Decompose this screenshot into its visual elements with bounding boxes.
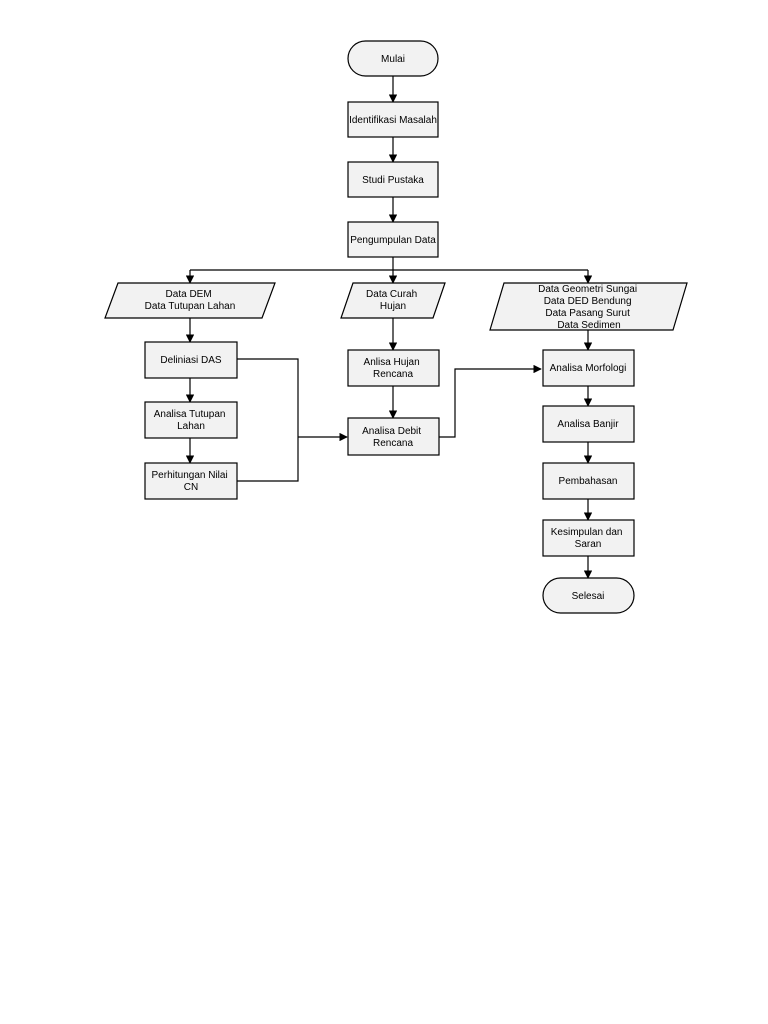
- node-perhitungan-nilai-cn-label: Perhitungan Nilai CN: [152, 470, 231, 493]
- node-studi-pustaka: Studi Pustaka: [347, 161, 439, 198]
- node-analisa-tutupan-lahan-label: Analisa Tutupan Lahan: [154, 409, 229, 432]
- node-data-curah-hujan-label: Data Curah Hujan: [366, 289, 420, 312]
- node-studi-pustaka-label: Studi Pustaka: [362, 175, 424, 186]
- node-mulai: Mulai: [347, 40, 439, 77]
- node-mulai-label: Mulai: [381, 54, 405, 65]
- node-anlisa-hujan-rencana-label: Anlisa Hujan Rencana: [364, 357, 423, 380]
- node-selesai-label: Selesai: [572, 591, 605, 602]
- nodes: Mulai Identifikasi Masalah Studi Pustaka…: [104, 40, 688, 614]
- node-identifikasi-masalah: Identifikasi Masalah: [347, 101, 439, 138]
- node-pembahasan-label: Pembahasan: [559, 476, 618, 487]
- node-analisa-banjir-label: Analisa Banjir: [557, 419, 619, 430]
- node-identifikasi-masalah-label: Identifikasi Masalah: [349, 115, 437, 126]
- edge-analisa-debit-analisa-morfologi: [439, 364, 542, 438]
- node-analisa-morfologi-label: Analisa Morfologi: [550, 363, 627, 374]
- node-kesimpulan-dan-saran: Kesimpulan dan Saran: [542, 519, 635, 557]
- edge-deliniasi-cn-merge: [237, 358, 299, 482]
- node-data-geometri: Data Geometri Sungai Data DED Bendung Da…: [489, 282, 688, 331]
- node-data-dem-label: Data DEM Data Tutupan Lahan: [145, 289, 236, 312]
- node-anlisa-hujan-rencana: Anlisa Hujan Rencana: [347, 349, 440, 387]
- node-deliniasi-das: Deliniasi DAS: [144, 341, 238, 379]
- node-analisa-debit-rencana: Analisa Debit Rencana: [347, 417, 440, 456]
- node-analisa-tutupan-lahan: Analisa Tutupan Lahan: [144, 401, 238, 439]
- node-selesai: Selesai: [542, 577, 635, 614]
- node-pengumpulan-data: Pengumpulan Data: [347, 221, 439, 258]
- edge-pengumpulan-split: [190, 257, 588, 271]
- node-analisa-banjir: Analisa Banjir: [542, 405, 635, 443]
- node-pengumpulan-data-label: Pengumpulan Data: [350, 235, 436, 246]
- node-analisa-morfologi: Analisa Morfologi: [542, 349, 635, 387]
- node-perhitungan-nilai-cn: Perhitungan Nilai CN: [144, 462, 238, 500]
- node-deliniasi-das-label: Deliniasi DAS: [160, 355, 221, 366]
- node-data-curah-hujan: Data Curah Hujan: [340, 282, 446, 319]
- node-data-dem: Data DEM Data Tutupan Lahan: [104, 282, 276, 319]
- node-data-geometri-label: Data Geometri Sungai Data DED Bendung Da…: [538, 284, 640, 331]
- node-analisa-debit-rencana-label: Analisa Debit Rencana: [362, 426, 424, 449]
- connectors: [185, 76, 593, 579]
- node-kesimpulan-dan-saran-label: Kesimpulan dan Saran: [551, 527, 626, 550]
- node-pembahasan: Pembahasan: [542, 462, 635, 500]
